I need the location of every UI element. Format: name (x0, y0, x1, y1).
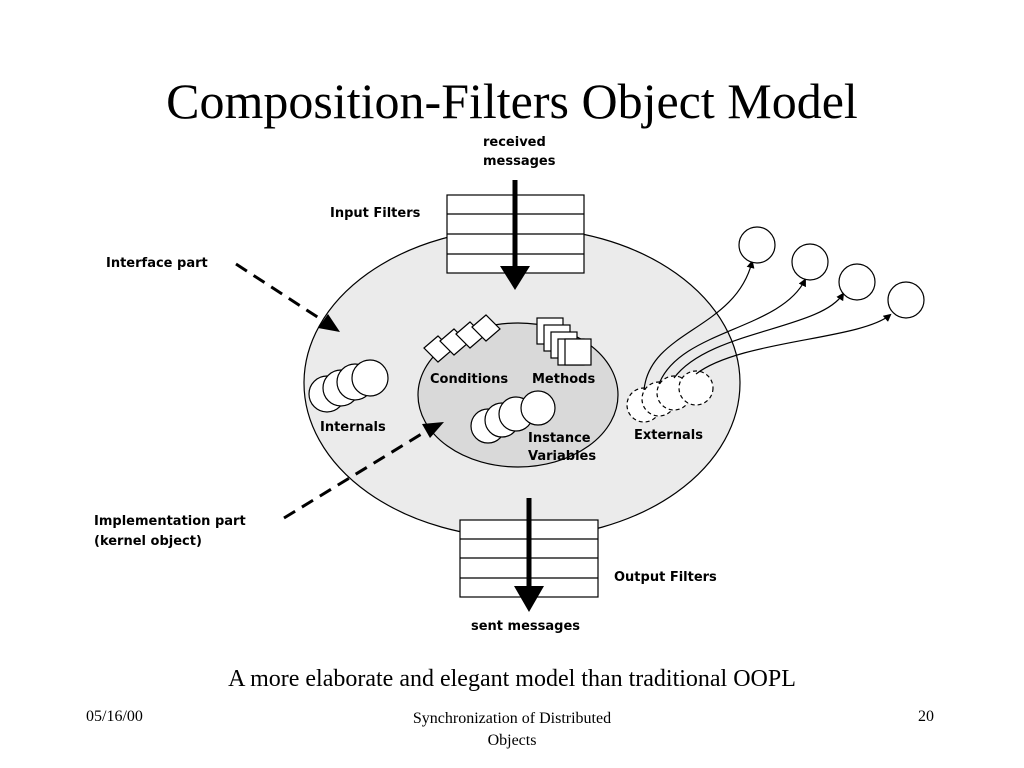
messages-label: messages (483, 154, 556, 169)
slide-caption: A more elaborate and elegant model than … (228, 666, 796, 692)
received-label: received (483, 135, 546, 150)
footer-date: 05/16/00 (86, 708, 143, 725)
interface-part-pointer (235, 262, 340, 332)
footer-title-line1: Synchronization of Distributed (412, 710, 612, 727)
external-references (643, 260, 892, 391)
instance-label: Instance (528, 431, 591, 446)
externals-label: Externals (634, 428, 703, 443)
implementation-part-pointer (283, 422, 444, 520)
received-arrow (500, 180, 530, 290)
condition-icons (423, 314, 501, 363)
conditions-label: Conditions (430, 372, 508, 387)
sent-arrow (514, 498, 544, 612)
instance-variable-objects (470, 390, 556, 444)
footer-page-number: 20 (918, 708, 934, 725)
kernel-object-label: (kernel object) (94, 534, 202, 549)
method-icons (536, 317, 592, 366)
external-objects (738, 226, 925, 319)
sent-messages-label: sent messages (471, 619, 580, 634)
input-filters-label: Input Filters (330, 206, 421, 221)
externals-objects (626, 370, 714, 423)
methods-label: Methods (532, 372, 595, 387)
internals-label: Internals (320, 420, 386, 435)
interface-part-label: Interface part (106, 256, 208, 271)
output-filters-label: Output Filters (614, 570, 717, 585)
footer-title: Synchronization of Distributed Objects (362, 708, 662, 752)
implementation-part-label: Implementation part (94, 514, 246, 529)
variables-label: Variables (528, 449, 596, 464)
footer-title-line2: Objects (487, 732, 537, 749)
slide-title: Composition-Filters Object Model (166, 73, 858, 129)
internals-objects (308, 359, 389, 413)
